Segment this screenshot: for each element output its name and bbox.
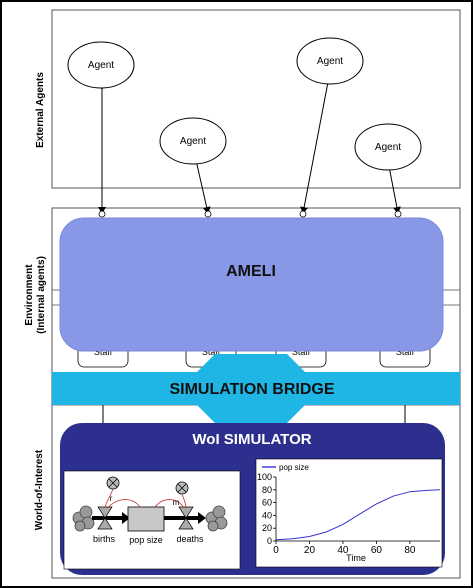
agent-label: Agent (88, 60, 114, 71)
simulator-label: WoI SIMULATOR (192, 431, 311, 448)
agent-node: Agent (296, 37, 364, 85)
x-axis-label: Time (346, 553, 366, 563)
ameli-label: AMELI (226, 263, 276, 280)
x-tick-label: 20 (304, 545, 316, 556)
stock-flow-model: r m births pop size deaths (63, 470, 241, 570)
agent-node: Agent (354, 123, 422, 171)
staff-label: Staff (292, 347, 311, 357)
agent-link-3 (300, 75, 334, 214)
mortality-converter-icon (175, 481, 189, 495)
y-tick-label: 80 (262, 485, 272, 495)
x-tick-label: 0 (273, 545, 279, 556)
simulation-bridge: SIMULATION BRIDGE (52, 354, 460, 423)
legend-label: pop size (279, 463, 309, 472)
stock-label: pop size (129, 535, 163, 545)
environment-lane-sublabel: (Internal agents) (36, 256, 47, 334)
agent-label: Agent (375, 142, 401, 153)
staff-label: Staff (396, 347, 415, 357)
staff-label: Staff (202, 347, 221, 357)
ameli-block: AMELI (59, 217, 444, 352)
rate-converter-icon (106, 476, 120, 490)
agent-label: Agent (180, 136, 206, 147)
environment-lane-label: Environment (24, 264, 35, 326)
world-lane-label: World-of-Interest (34, 449, 45, 530)
x-tick-label: 80 (404, 545, 416, 556)
staff-label: Staff (94, 347, 113, 357)
external-agents-lane-label: External Agents (35, 72, 46, 148)
agent-node: Agent (159, 117, 227, 165)
y-tick-label: 20 (262, 523, 272, 533)
rate-param-label: r (110, 494, 113, 503)
series-line (275, 489, 441, 541)
stock-box (127, 506, 165, 532)
agent-node: Agent (67, 41, 135, 89)
y-tick-label: 100 (257, 472, 272, 482)
agent-label: Agent (317, 56, 343, 67)
mortality-param-label: m (173, 498, 180, 507)
deaths-label: deaths (176, 534, 204, 544)
y-tick-label: 60 (262, 498, 272, 508)
births-label: births (93, 534, 116, 544)
bridge-label: SIMULATION BRIDGE (169, 381, 334, 398)
y-tick-label: 0 (267, 536, 272, 546)
source-cloud-icon (72, 505, 95, 532)
y-tick-label: 40 (262, 510, 272, 520)
x-tick-label: 40 (337, 545, 349, 556)
x-tick-label: 60 (371, 545, 383, 556)
